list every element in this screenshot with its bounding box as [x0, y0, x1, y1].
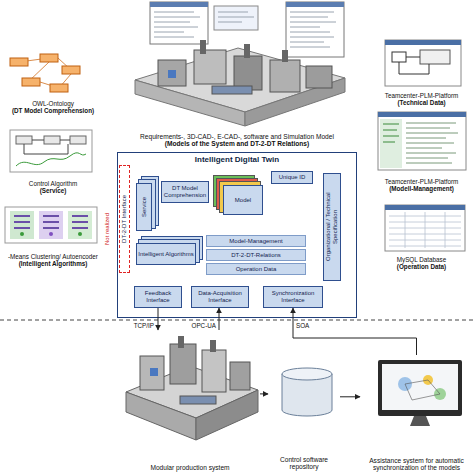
tool-panel: -Means Clustering/ Autoencoder(Intellige…: [2, 205, 104, 267]
node-label: Model-Management: [229, 238, 282, 245]
separator-line: [0, 320, 474, 321]
platform-panel: Teamcenter-PLM-Platform(Modell-Managemen…: [370, 110, 473, 192]
node-label: DT-2-DT Interface: [121, 195, 128, 243]
component-box: DT Model Comprehension: [161, 181, 209, 203]
service-box: Service: [136, 183, 152, 231]
ontology-illustration: [10, 54, 80, 92]
node-label: -Means Clustering/ Autoencoder: [8, 253, 98, 260]
connector-arrow: [219, 308, 220, 330]
model-panel: Requirements-, 3D-CAD-, E-CAD-, software…: [122, 2, 352, 148]
teamcenter-illustration: [378, 40, 466, 170]
node-label: Data-Acquisition Interface: [193, 290, 247, 303]
note-label: Not realized: [104, 185, 110, 245]
node-sublabel: (DT Model Comprehension): [12, 107, 94, 114]
production-system-illustration: [126, 336, 258, 440]
repository: Control software repository: [268, 365, 340, 471]
node-sublabel: (Models of the System and DT-2-DT Relati…: [165, 140, 309, 148]
node-label: Control software repository: [268, 456, 340, 471]
node-label: Modular production system: [150, 464, 229, 472]
node-label: Intelligent Digital Twin: [118, 153, 356, 164]
node-label: DT Model Comprehension: [163, 185, 207, 198]
tool-panel: Control Algorithm(Service): [2, 128, 104, 194]
node-label: Model: [235, 197, 251, 204]
production-system: Modular production system: [120, 330, 260, 472]
interface-box: Feedback Interface: [134, 286, 182, 308]
node-label: Control Algorithm: [29, 180, 77, 187]
node-sublabel: (Operation Data): [397, 263, 446, 270]
data-bar: Model-Management: [206, 235, 306, 247]
assistance-system: Assistance system for automatic synchron…: [360, 355, 473, 472]
node-label: OWL-Ontology: [32, 100, 74, 107]
interface-box: DT-2-DT Interface: [119, 165, 130, 273]
digital-twin-box: Intelligent Digital TwinDT-2-DT Interfac…: [117, 152, 357, 318]
node-label: Synchronization Interface: [265, 290, 321, 303]
clustering-illustration: [5, 207, 97, 243]
platform-panel: MySQL Database(Operation Data): [370, 200, 473, 270]
node-sublabel: (Modell-Management): [389, 185, 454, 192]
spec-box: Organizational / Technical Specification: [323, 173, 341, 281]
system-model-illustration: [135, 2, 345, 126]
connector-arrow: [158, 308, 159, 330]
control-illustration: [10, 130, 92, 172]
node-label: Feedback Interface: [136, 290, 180, 303]
id-box: Unique ID: [271, 171, 313, 184]
node-sublabel: (Intelligent Algorithms): [19, 260, 88, 267]
connector-arrow: [260, 393, 268, 394]
node-label: Assistance system for automatic synchron…: [360, 457, 473, 472]
node-label: Teamcenter-PLM-Platform: [385, 178, 458, 185]
data-bar: DT-2-DT-Relations: [206, 249, 306, 261]
protocol-label: OPC-UA: [186, 322, 216, 329]
component-box: Intelligent Algorithms: [136, 243, 196, 265]
node-label: Teamcenter-PLM-Platform: [385, 92, 458, 99]
interface-box: Data-Acquisition Interface: [191, 286, 249, 308]
node-label: Operation Data: [236, 266, 277, 273]
model-stack: Model: [223, 185, 263, 215]
node-label: MySQL Database: [397, 256, 446, 263]
protocol-label: TCP/IP: [124, 322, 154, 329]
node-sublabel: (Service): [40, 187, 67, 194]
node-sublabel: (Technical Data): [397, 99, 445, 106]
monitor-illustration: [378, 360, 462, 426]
node-label: DT-2-DT-Relations: [231, 252, 281, 259]
connector-arrow: [340, 396, 360, 397]
node-label: Organizational / Technical Specification: [325, 175, 338, 279]
interface-box: Synchronization Interface: [263, 286, 323, 308]
platform-panel: Teamcenter-PLM-Platform(Technical Data): [370, 38, 473, 106]
node-label: Requirements-, 3D-CAD-, E-CAD-, software…: [140, 133, 334, 141]
node-label: Intelligent Algorithms: [138, 251, 193, 258]
database-illustration: [385, 205, 465, 251]
data-bar: Operation Data: [206, 263, 306, 275]
node-label: Service: [141, 197, 148, 217]
repository-illustration: [282, 368, 332, 416]
connector-arrow: [293, 308, 417, 355]
tool-panel: OWL-Ontology(DT Model Comprehension): [2, 50, 104, 114]
node-label: Unique ID: [279, 174, 306, 181]
protocol-label: SOA: [296, 322, 320, 329]
